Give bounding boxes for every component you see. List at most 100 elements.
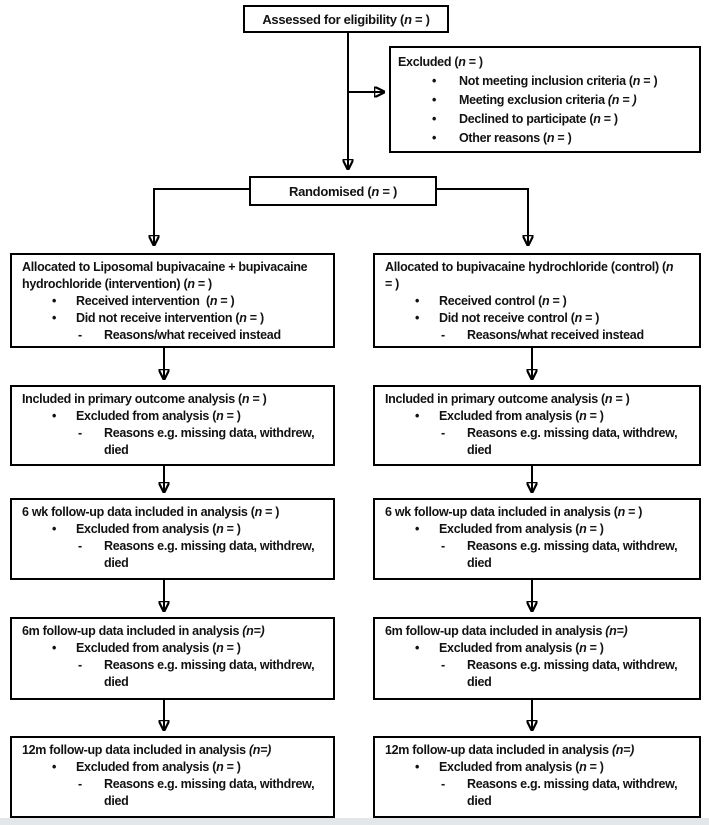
excluded-item-text: Other reasons (n = )	[459, 131, 572, 145]
bullet-icon: •	[432, 74, 437, 88]
item-text: Reasons/what received instead	[104, 328, 281, 342]
right-primary-outcome-box: Included in primary outcome analysis (n …	[373, 385, 701, 466]
list-item: - Reasons e.g. missing data, withdrew,di…	[375, 657, 699, 691]
item-text: Reasons e.g. missing data, withdrew,died	[467, 777, 678, 808]
excluded-title: Excluded (n = )	[398, 55, 483, 69]
right-6m-followup-box: 6m follow-up data included in analysis (…	[373, 617, 701, 700]
bullet-icon: •	[52, 311, 57, 325]
left-6wk-followup-box: 6 wk follow-up data included in analysis…	[10, 498, 335, 580]
list-item: • Excluded from analysis (n = )	[375, 408, 699, 425]
item-text: Reasons e.g. missing data, withdrew,died	[467, 426, 678, 457]
bullet-icon: •	[415, 760, 420, 774]
list-item: - Reasons e.g. missing data, withdrew,di…	[375, 538, 699, 572]
dash-icon: -	[78, 777, 82, 791]
arrow-randomised-to-right-allocation	[437, 188, 528, 244]
list-item: - Reasons/what received instead	[375, 327, 699, 344]
list-item: - Reasons e.g. missing data, withdrew,di…	[12, 657, 333, 691]
list-item: - Reasons e.g. missing data, withdrew,di…	[12, 538, 333, 572]
item-text: Excluded from analysis (n = )	[439, 641, 604, 655]
excluded-box: Excluded (n = ) • Not meeting inclusion …	[389, 46, 701, 153]
dash-icon: -	[78, 328, 82, 342]
bullet-icon: •	[52, 522, 57, 536]
list-item: - Reasons e.g. missing data, withdrew,di…	[12, 425, 333, 459]
dash-icon: -	[441, 539, 445, 553]
randomised-title: Randomised (n = )	[289, 183, 397, 199]
dash-icon: -	[441, 658, 445, 672]
left-allocation-box: Allocated to Liposomal bupivacaine + bup…	[10, 253, 335, 348]
item-text: Received intervention (n = )	[76, 294, 235, 308]
item-text: Excluded from analysis (n = )	[76, 409, 241, 423]
bullet-icon: •	[415, 311, 420, 325]
dash-icon: -	[441, 328, 445, 342]
list-item: - Reasons e.g. missing data, withdrew,di…	[12, 776, 333, 810]
bottom-edge-strip	[0, 818, 709, 825]
item-text: Excluded from analysis (n = )	[76, 760, 241, 774]
bullet-icon: •	[52, 294, 57, 308]
box-title: 6m follow-up data included in analysis (…	[22, 624, 265, 638]
bullet-icon: •	[415, 409, 420, 423]
randomised-box: Randomised (n = )	[249, 176, 437, 206]
dash-icon: -	[78, 658, 82, 672]
right-12m-followup-box: 12m follow-up data included in analysis …	[373, 736, 701, 818]
dash-icon: -	[441, 777, 445, 791]
box-title: Allocated to bupivacaine hydrochloride (…	[385, 260, 674, 291]
list-item: • Not meeting inclusion criteria (n = )	[391, 72, 699, 91]
list-item: • Excluded from analysis (n = )	[12, 759, 333, 776]
left-12m-followup-box: 12m follow-up data included in analysis …	[10, 736, 335, 818]
item-text: Reasons e.g. missing data, withdrew,died	[467, 539, 678, 570]
list-item: • Did not receive intervention (n = )	[12, 310, 333, 327]
item-text: Reasons/what received instead	[467, 328, 644, 342]
list-item: • Declined to participate (n = )	[391, 110, 699, 129]
item-text: Excluded from analysis (n = )	[76, 641, 241, 655]
list-item: • Excluded from analysis (n = )	[12, 408, 333, 425]
item-text: Did not receive control (n = )	[439, 311, 600, 325]
bullet-icon: •	[415, 294, 420, 308]
item-text: Excluded from analysis (n = )	[439, 522, 604, 536]
box-title: 12m follow-up data included in analysis …	[385, 743, 634, 757]
list-item: • Meeting exclusion criteria (n = )	[391, 91, 699, 110]
box-title: Included in primary outcome analysis (n …	[22, 392, 267, 406]
item-text: Reasons e.g. missing data, withdrew,died	[104, 777, 315, 808]
bullet-icon: •	[415, 641, 420, 655]
list-item: • Received control (n = )	[375, 293, 699, 310]
right-allocation-box: Allocated to bupivacaine hydrochloride (…	[373, 253, 701, 348]
list-item: • Other reasons (n = )	[391, 129, 699, 148]
item-text: Reasons e.g. missing data, withdrew,died	[104, 539, 315, 570]
item-text: Received control (n = )	[439, 294, 567, 308]
bullet-icon: •	[432, 112, 437, 126]
bullet-icon: •	[432, 93, 437, 107]
left-primary-outcome-box: Included in primary outcome analysis (n …	[10, 385, 335, 466]
excluded-item-text: Meeting exclusion criteria (n = )	[459, 93, 637, 107]
assessed-title: Assessed for eligibility (n = )	[262, 11, 430, 27]
list-item: • Excluded from analysis (n = )	[12, 521, 333, 538]
left-6m-followup-box: 6m follow-up data included in analysis (…	[10, 617, 335, 700]
item-text: Reasons e.g. missing data, withdrew,died	[104, 426, 315, 457]
list-item: - Reasons e.g. missing data, withdrew,di…	[375, 776, 699, 810]
bullet-icon: •	[415, 522, 420, 536]
bullet-icon: •	[52, 409, 57, 423]
excluded-item-text: Declined to participate (n = )	[459, 112, 618, 126]
box-title: 6 wk follow-up data included in analysis…	[385, 505, 643, 519]
list-item: - Reasons e.g. missing data, withdrew,di…	[375, 425, 699, 459]
right-6wk-followup-box: 6 wk follow-up data included in analysis…	[373, 498, 701, 580]
item-text: Reasons e.g. missing data, withdrew,died	[467, 658, 678, 689]
bullet-icon: •	[52, 760, 57, 774]
list-item: • Excluded from analysis (n = )	[375, 640, 699, 657]
item-text: Excluded from analysis (n = )	[439, 760, 604, 774]
dash-icon: -	[78, 426, 82, 440]
list-item: • Excluded from analysis (n = )	[375, 759, 699, 776]
bullet-icon: •	[52, 641, 57, 655]
box-title: Allocated to Liposomal bupivacaine + bup…	[22, 260, 308, 291]
list-item: • Excluded from analysis (n = )	[12, 640, 333, 657]
item-text: Excluded from analysis (n = )	[439, 409, 604, 423]
assessed-eligibility-box: Assessed for eligibility (n = )	[243, 5, 449, 33]
item-text: Reasons e.g. missing data, withdrew,died	[104, 658, 315, 689]
list-item: - Reasons/what received instead	[12, 327, 333, 344]
arrow-randomised-to-left-allocation	[154, 188, 249, 244]
item-text: Excluded from analysis (n = )	[76, 522, 241, 536]
item-text: Did not receive intervention (n = )	[76, 311, 264, 325]
list-item: • Received intervention (n = )	[12, 293, 333, 310]
list-item: • Excluded from analysis (n = )	[375, 521, 699, 538]
bullet-icon: •	[432, 131, 437, 145]
